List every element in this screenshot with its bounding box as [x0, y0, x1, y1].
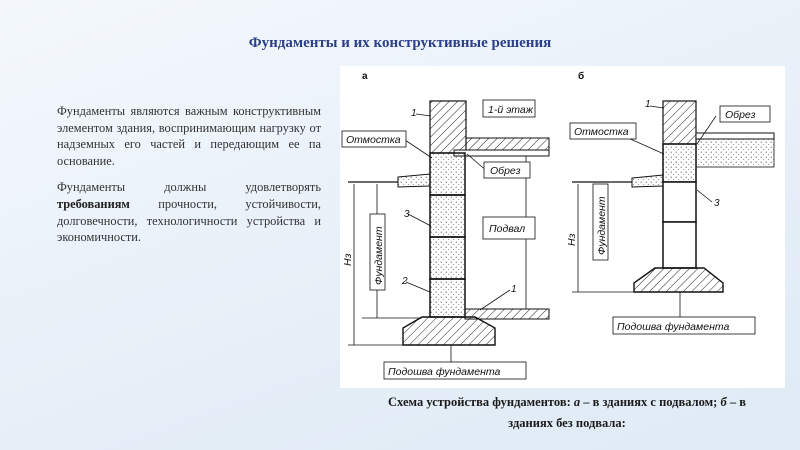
- panel-b-floor-slab: [695, 132, 775, 140]
- paragraph-definition: Фундаменты являются важным конструктивны…: [57, 104, 321, 168]
- panel-b-otmostka-shape: [631, 174, 664, 188]
- panel-a-n3-leader: [407, 213, 432, 227]
- panel-a-podoshva-box: [383, 361, 527, 380]
- panel-b-fundament-box: [592, 183, 609, 261]
- panel-a-n1-bottom: 1: [511, 284, 517, 295]
- caption-part1: Схема устройства фундаментов:: [388, 395, 574, 409]
- panel-a-floor1-box: [482, 99, 536, 118]
- panel-b-block-3: [662, 221, 697, 269]
- requirements-keyword: требованиям: [57, 196, 130, 211]
- caption-part3: – в зданиях без подвала:: [508, 395, 746, 430]
- foundation-diagram: а 1-й этаж Отмостка: [340, 66, 785, 388]
- panel-a-otmostka-leader: [401, 137, 433, 159]
- panel-a-n2: 2: [401, 276, 408, 287]
- panel-a-n2-leader: [405, 281, 431, 293]
- caption-part2: – в зданиях с подвалом;: [580, 395, 721, 409]
- panel-a-floor-slab: [465, 137, 550, 151]
- caption-b: б: [720, 395, 727, 409]
- panel-b-n1: 1: [645, 99, 651, 110]
- panel-a-floor1-label: 1-й этаж: [488, 104, 534, 116]
- panel-a-podoshva-label: Подошва фундамента: [388, 366, 500, 378]
- panel-a-basement-floor: [464, 308, 550, 320]
- panel-b-obrez-label: Обрез: [725, 109, 756, 121]
- text-block: Фундаменты являются важным конструктивны…: [57, 103, 321, 246]
- panel-a-fundament-box: [369, 213, 386, 291]
- panel-a-n1-bottom-leader: [479, 289, 511, 311]
- panel-b-otmostka-label: Отмостка: [574, 126, 629, 138]
- panel-b-obrez-leader: [696, 115, 717, 145]
- panel-b-fundament-label: Фундамент: [596, 196, 608, 255]
- panel-b-fill: [695, 138, 775, 168]
- panel-a-otmostka-label: Отмостка: [346, 134, 401, 146]
- panel-b-block-1: [662, 143, 697, 183]
- panel-a-footing: [402, 316, 496, 346]
- panel-a-n3: 3: [404, 209, 410, 220]
- panel-a-fundament-label: Фундамент: [373, 226, 385, 285]
- panel-b-otmostka-box: [569, 122, 637, 140]
- caption-a: а: [573, 395, 581, 409]
- diagram-caption: Схема устройства фундаментов: а – в здан…: [372, 392, 762, 434]
- panel-a-block-4: [429, 278, 466, 318]
- panel-b-height-label: Нз: [566, 233, 578, 246]
- slide-title: Фундаменты и их конструктивные решения: [248, 35, 552, 51]
- panel-a-block-3: [429, 236, 466, 280]
- panel-b-label: б: [578, 70, 584, 82]
- panel-b-otmostka-leader: [627, 137, 665, 155]
- requirements-text-start: Фундаменты должны удовлетворять: [57, 180, 321, 195]
- panel-b-obrez-box: [719, 105, 771, 123]
- panel-b-podoshva-label: Подошва фундамента: [617, 321, 729, 333]
- panel-a-block-2: [429, 194, 466, 238]
- panel-a-upper-wall: [429, 100, 467, 154]
- panel-a-otmostka-shape: [397, 173, 431, 188]
- panel-b-n3-leader: [696, 189, 713, 203]
- panel-a-podval-label: Подвал: [489, 223, 525, 235]
- panel-a-podval-box: [482, 216, 536, 240]
- panel-a-n1-top: 1: [411, 108, 417, 119]
- panel-b-n1-leader: [649, 105, 665, 109]
- panel-b-podoshva-box: [612, 316, 756, 335]
- panel-b-block-2: [662, 181, 697, 223]
- panel-a-block-1: [429, 152, 466, 196]
- panel-a-obrez-label: Обрез: [490, 165, 521, 177]
- paragraph-requirements: Фундаменты должны удовлетворять требован…: [57, 179, 321, 245]
- panel-b-upper-wall: [662, 100, 697, 145]
- panel-a-otmostka-box: [341, 130, 407, 148]
- panel-a-n1-top-leader: [415, 113, 432, 117]
- foundation-diagram-svg: а 1-й этаж Отмостка: [341, 70, 775, 380]
- panel-a-height-label: Нз: [342, 253, 354, 266]
- panel-b-n3: 3: [714, 198, 720, 209]
- panel-a-obrez-box: [483, 161, 531, 179]
- requirements-text-end: прочности, устойчивости, долговечности, …: [57, 196, 321, 245]
- panel-a-label: а: [362, 71, 368, 82]
- panel-b-footing: [633, 267, 724, 293]
